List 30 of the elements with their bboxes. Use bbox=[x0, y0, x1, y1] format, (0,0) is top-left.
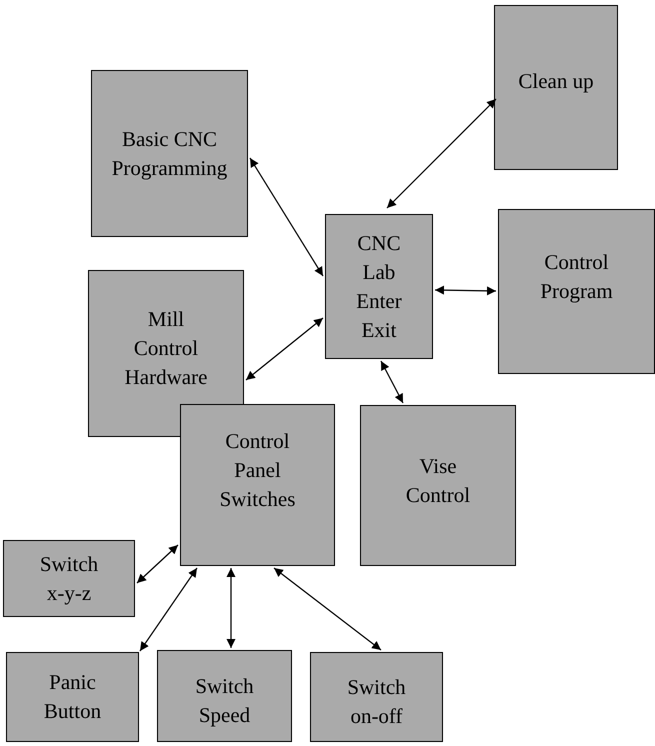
box-label: Switch x-y-z bbox=[38, 550, 100, 606]
topic-box bbox=[325, 214, 433, 359]
box-label: Control Panel Switches bbox=[220, 428, 296, 512]
topic-box bbox=[310, 652, 443, 742]
topic-box bbox=[494, 5, 618, 170]
box-label: Panic Button bbox=[44, 669, 102, 725]
double-arrow bbox=[249, 158, 324, 276]
topic-box bbox=[180, 404, 335, 566]
topic-box bbox=[3, 540, 135, 617]
double-arrow bbox=[274, 568, 382, 650]
box-label: Mill Control Hardware bbox=[124, 306, 208, 391]
double-arrow bbox=[136, 544, 178, 584]
topic-box bbox=[157, 650, 292, 742]
box-label: CNC Lab Enter Exit bbox=[356, 230, 402, 344]
double-arrow bbox=[246, 318, 324, 380]
box-label: Basic CNC Programming bbox=[112, 126, 228, 182]
box-label: Switch Speed bbox=[194, 673, 255, 729]
double-arrow bbox=[140, 568, 198, 652]
topic-box bbox=[498, 209, 655, 374]
box-label: Vise Control bbox=[406, 452, 470, 508]
box-label: Clean up bbox=[518, 68, 594, 95]
topic-box bbox=[360, 405, 516, 566]
topic-box bbox=[6, 652, 139, 742]
double-arrow bbox=[434, 286, 496, 296]
double-arrow bbox=[226, 568, 236, 648]
topic-box bbox=[91, 70, 248, 237]
double-arrow bbox=[386, 98, 496, 208]
box-label: Control Program bbox=[540, 248, 613, 304]
double-arrow bbox=[380, 360, 404, 404]
box-label: Switch on-off bbox=[346, 674, 407, 730]
